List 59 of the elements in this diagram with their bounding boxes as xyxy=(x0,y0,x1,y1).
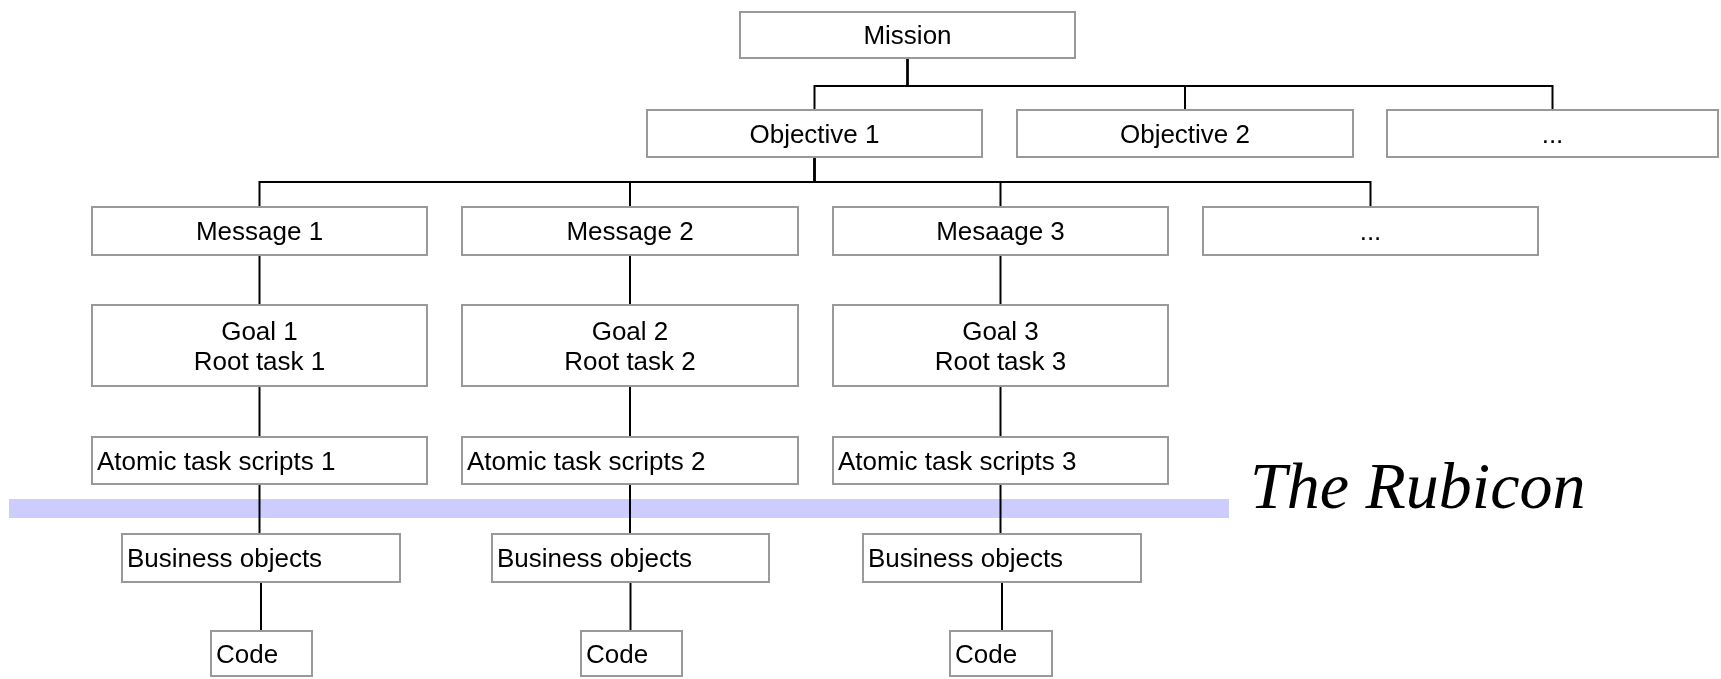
message-box xyxy=(91,206,428,256)
connector-line xyxy=(999,386,1002,437)
boundary-label: The Rubicon xyxy=(1250,448,1586,524)
connector-line xyxy=(260,582,262,631)
script-box xyxy=(91,436,428,485)
box-text: Message 2 xyxy=(566,216,694,246)
box-text: Code xyxy=(216,638,279,669)
box-text: Root task 1 xyxy=(193,345,326,376)
box-text: Business objects xyxy=(127,543,323,573)
objective-box xyxy=(1386,109,1719,158)
goal-box xyxy=(91,304,428,387)
box-text: Atomic task scripts 1 xyxy=(97,445,336,476)
box-text: Mission xyxy=(863,20,952,50)
script-box xyxy=(832,436,1169,485)
code-box xyxy=(210,630,313,677)
box-text: ... xyxy=(1359,216,1382,246)
box-text: Goal 3 xyxy=(962,315,1039,346)
box-text: Atomic task scripts 3 xyxy=(838,445,1077,476)
connector-line xyxy=(999,255,1002,305)
business-object-box xyxy=(121,533,401,583)
box-text: ... xyxy=(1541,118,1564,149)
boundary-band xyxy=(9,499,1229,518)
message-box xyxy=(1202,206,1539,256)
box-text: Mesaage 3 xyxy=(936,216,1065,246)
mission-box xyxy=(739,11,1076,59)
box-text: Goal 2 xyxy=(591,315,669,346)
goal-box xyxy=(832,304,1169,387)
box-text: Atomic task scripts 2 xyxy=(467,445,706,476)
code-box xyxy=(580,630,683,677)
objective-box xyxy=(1016,109,1354,158)
message-box xyxy=(832,206,1169,256)
connector-line xyxy=(258,484,261,534)
box-text: Code xyxy=(955,638,1018,669)
message-box xyxy=(461,206,799,256)
box-text: Message 1 xyxy=(195,216,324,246)
box-text: Root task 3 xyxy=(934,345,1067,376)
box-text: Code xyxy=(586,638,649,669)
business-object-box xyxy=(862,533,1142,583)
connector-line xyxy=(629,255,631,305)
connector-line xyxy=(258,386,261,437)
box-text: Objective 1 xyxy=(749,118,880,149)
box-text: Objective 2 xyxy=(1119,118,1251,149)
connector-line xyxy=(629,484,631,534)
code-box xyxy=(949,630,1053,677)
goal-box xyxy=(461,304,799,387)
script-box xyxy=(461,436,799,485)
connector-line xyxy=(258,255,261,305)
box-text: Root task 2 xyxy=(564,345,696,376)
connector-line xyxy=(906,58,1554,110)
connector-line xyxy=(999,484,1002,534)
box-text: Business objects xyxy=(868,543,1064,573)
objective-box xyxy=(646,109,983,158)
connector-line xyxy=(629,582,632,631)
connector-line xyxy=(629,386,631,437)
connector-line xyxy=(813,157,1372,207)
business-object-box xyxy=(491,533,770,583)
box-text: Business objects xyxy=(497,543,693,573)
connector-line xyxy=(1001,582,1003,631)
box-text: Goal 1 xyxy=(221,315,298,346)
